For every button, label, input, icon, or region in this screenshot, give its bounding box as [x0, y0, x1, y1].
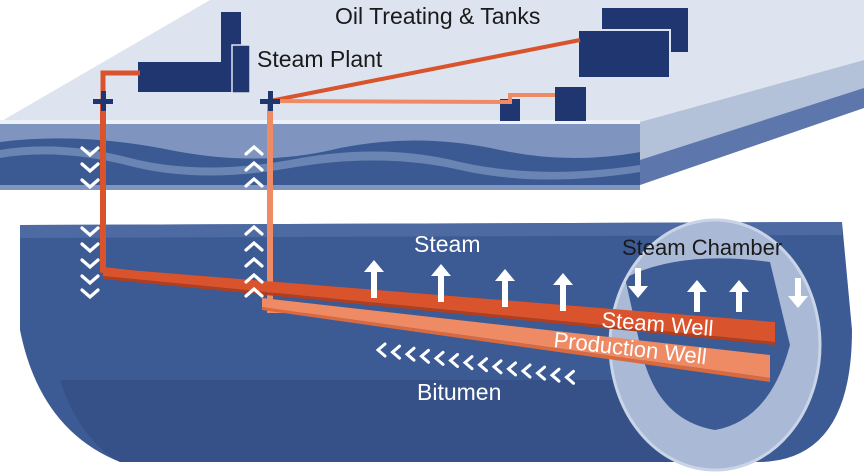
down-chevron-icon: [80, 162, 100, 174]
bitumen-chevron-icon: [564, 369, 575, 385]
up-chevron-icon: [244, 224, 264, 236]
down-chevron-icon: [80, 194, 100, 206]
wellhead-production-icon: [260, 91, 280, 111]
steam-arrows: [364, 260, 808, 312]
bitumen-chevron-icon: [491, 359, 503, 375]
steam-plant-building: [138, 62, 223, 92]
up-chevron-icon: [244, 192, 264, 204]
up-chevron-icon: [244, 272, 264, 284]
bitumen-chevron-icon: [520, 363, 532, 379]
up-chevron-icon: [244, 144, 264, 156]
label-steam: Steam: [414, 231, 480, 257]
bitumen-chevron-icon: [549, 367, 561, 383]
reservoir-lower-band: [60, 380, 720, 462]
surface-front-light-wave: [0, 146, 640, 180]
bitumen-chevron-icon: [419, 348, 430, 364]
up-chevron-icon: [244, 286, 264, 298]
production-well-pipe-edge: [262, 307, 770, 382]
bitumen-chevron-icon: [433, 350, 445, 366]
steam-up-arrow-icon: [364, 260, 384, 298]
production-well-pipe: [262, 298, 770, 378]
bitumen-chevron-icon: [375, 342, 387, 358]
surface-top-edge: [0, 120, 640, 124]
label-steam-plant: Steam Plant: [257, 46, 383, 72]
down-chevron-icon: [80, 288, 100, 300]
down-chevron-icon: [80, 178, 100, 190]
bitumen-chevron-icon: [390, 344, 401, 360]
wellpad-building-small: [500, 99, 520, 121]
steam-down-chevrons: [80, 146, 100, 300]
up-chevron-icon: [244, 176, 264, 188]
steam-well-pipe: [103, 268, 775, 342]
surface-line-to-tanks: [269, 38, 581, 103]
up-chevron-icon: [244, 208, 264, 220]
bitumen-chevron-icon: [448, 353, 459, 368]
wellpad-building-large: [555, 87, 586, 121]
steam-down-arrow-icon: [628, 268, 648, 298]
steam-well-pipe-edge: [103, 276, 775, 345]
down-chevron-icon: [80, 258, 100, 270]
down-chevron-icon: [80, 242, 100, 254]
steam-up-arrow-icon: [495, 269, 515, 307]
bitumen-chevron-icon: [477, 357, 488, 373]
steam-up-arrow-icon: [687, 280, 707, 312]
steam-up-arrow-icon: [729, 280, 749, 312]
surface-right-strata-dark: [640, 88, 864, 185]
production-up-chevrons: [244, 144, 264, 298]
label-oil-treating: Oil Treating & Tanks: [335, 3, 540, 29]
bitumen-chevron-icon: [506, 361, 517, 377]
steam-up-arrow-icon: [553, 273, 573, 311]
down-chevron-icon: [80, 146, 100, 158]
steam-chamber-inner: [625, 258, 790, 430]
bitumen-chevron-icon: [462, 355, 474, 371]
bitumen-chevron-icon: [404, 346, 416, 362]
wellhead-steam-icon: [93, 91, 113, 111]
reservoir-top-face: [20, 222, 842, 238]
oil-tank-front: [577, 29, 671, 79]
steam-plant-stack: [231, 44, 251, 94]
up-chevron-icon: [244, 240, 264, 252]
down-chevron-icon: [80, 210, 100, 222]
up-chevron-icon: [244, 160, 264, 172]
label-bitumen: Bitumen: [417, 379, 501, 405]
bitumen-chevron-icon: [535, 365, 546, 381]
steam-down-arrow-icon: [788, 278, 808, 308]
label-steam-chamber: Steam Chamber: [622, 235, 782, 260]
down-chevron-icon: [80, 226, 100, 238]
up-chevron-icon: [244, 256, 264, 268]
down-chevron-icon: [80, 274, 100, 286]
steam-up-arrow-icon: [431, 264, 451, 302]
bitumen-flow-chevrons: [375, 342, 575, 385]
surface-line-to-pad: [269, 93, 555, 105]
